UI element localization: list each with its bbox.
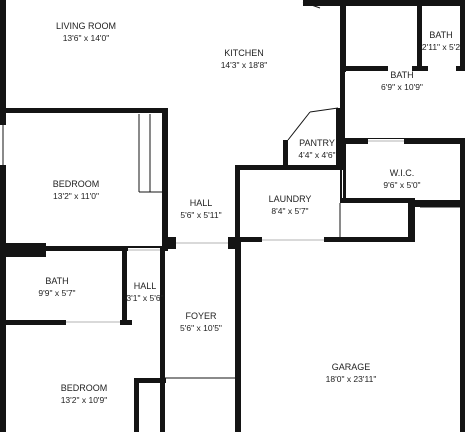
room-name-wic: W.I.C. bbox=[390, 168, 415, 178]
room-name-hall-1: HALL bbox=[190, 198, 213, 208]
room-name-kitchen: KITCHEN bbox=[224, 48, 264, 58]
room-name-foyer: FOYER bbox=[185, 311, 217, 321]
room-name-bath-master: BATH bbox=[390, 70, 413, 80]
room-name-bedroom-1: BEDROOM bbox=[53, 179, 100, 189]
room-dims-hall-2: 3'1" x 5'6" bbox=[126, 293, 163, 303]
room-dims-bath-master: 6'9" x 10'9" bbox=[381, 82, 423, 92]
room-dims-foyer: 5'6" x 10'5" bbox=[180, 323, 222, 333]
room-name-living-room: LIVING ROOM bbox=[56, 21, 116, 31]
room-name-garage: GARAGE bbox=[332, 362, 371, 372]
room-dims-laundry: 8'4" x 5'7" bbox=[271, 206, 308, 216]
room-dims-wic: 9'6" x 5'0" bbox=[383, 180, 420, 190]
room-dims-bath-2: 9'9" x 5'7" bbox=[38, 288, 75, 298]
room-dims-pantry: 4'4" x 4'6" bbox=[298, 150, 335, 160]
room-name-bath-2: BATH bbox=[45, 276, 68, 286]
room-name-hall-2: HALL bbox=[134, 281, 157, 291]
room-name-bedroom-2: BEDROOM bbox=[61, 383, 108, 393]
room-name-pantry: PANTRY bbox=[299, 138, 335, 148]
openings bbox=[0, 66, 456, 383]
room-dims-bath-top: 2'11" x 5'2 bbox=[422, 42, 461, 52]
room-labels: LIVING ROOM 13'6" x 14'0" KITCHEN 14'3" … bbox=[38, 21, 460, 405]
room-name-bath-top: BATH bbox=[429, 30, 452, 40]
room-dims-kitchen: 14'3" x 18'8" bbox=[221, 60, 268, 70]
details bbox=[2, 1, 460, 379]
room-dims-bedroom-2: 13'2" x 10'9" bbox=[61, 395, 108, 405]
room-dims-bedroom-1: 13'2" x 11'0" bbox=[53, 191, 99, 201]
room-dims-hall-1: 5'6" x 5'11" bbox=[180, 210, 221, 220]
room-dims-living-room: 13'6" x 14'0" bbox=[63, 33, 110, 43]
room-dims-garage: 18'0" x 23'11" bbox=[326, 374, 377, 384]
room-name-laundry: LAUNDRY bbox=[269, 194, 312, 204]
